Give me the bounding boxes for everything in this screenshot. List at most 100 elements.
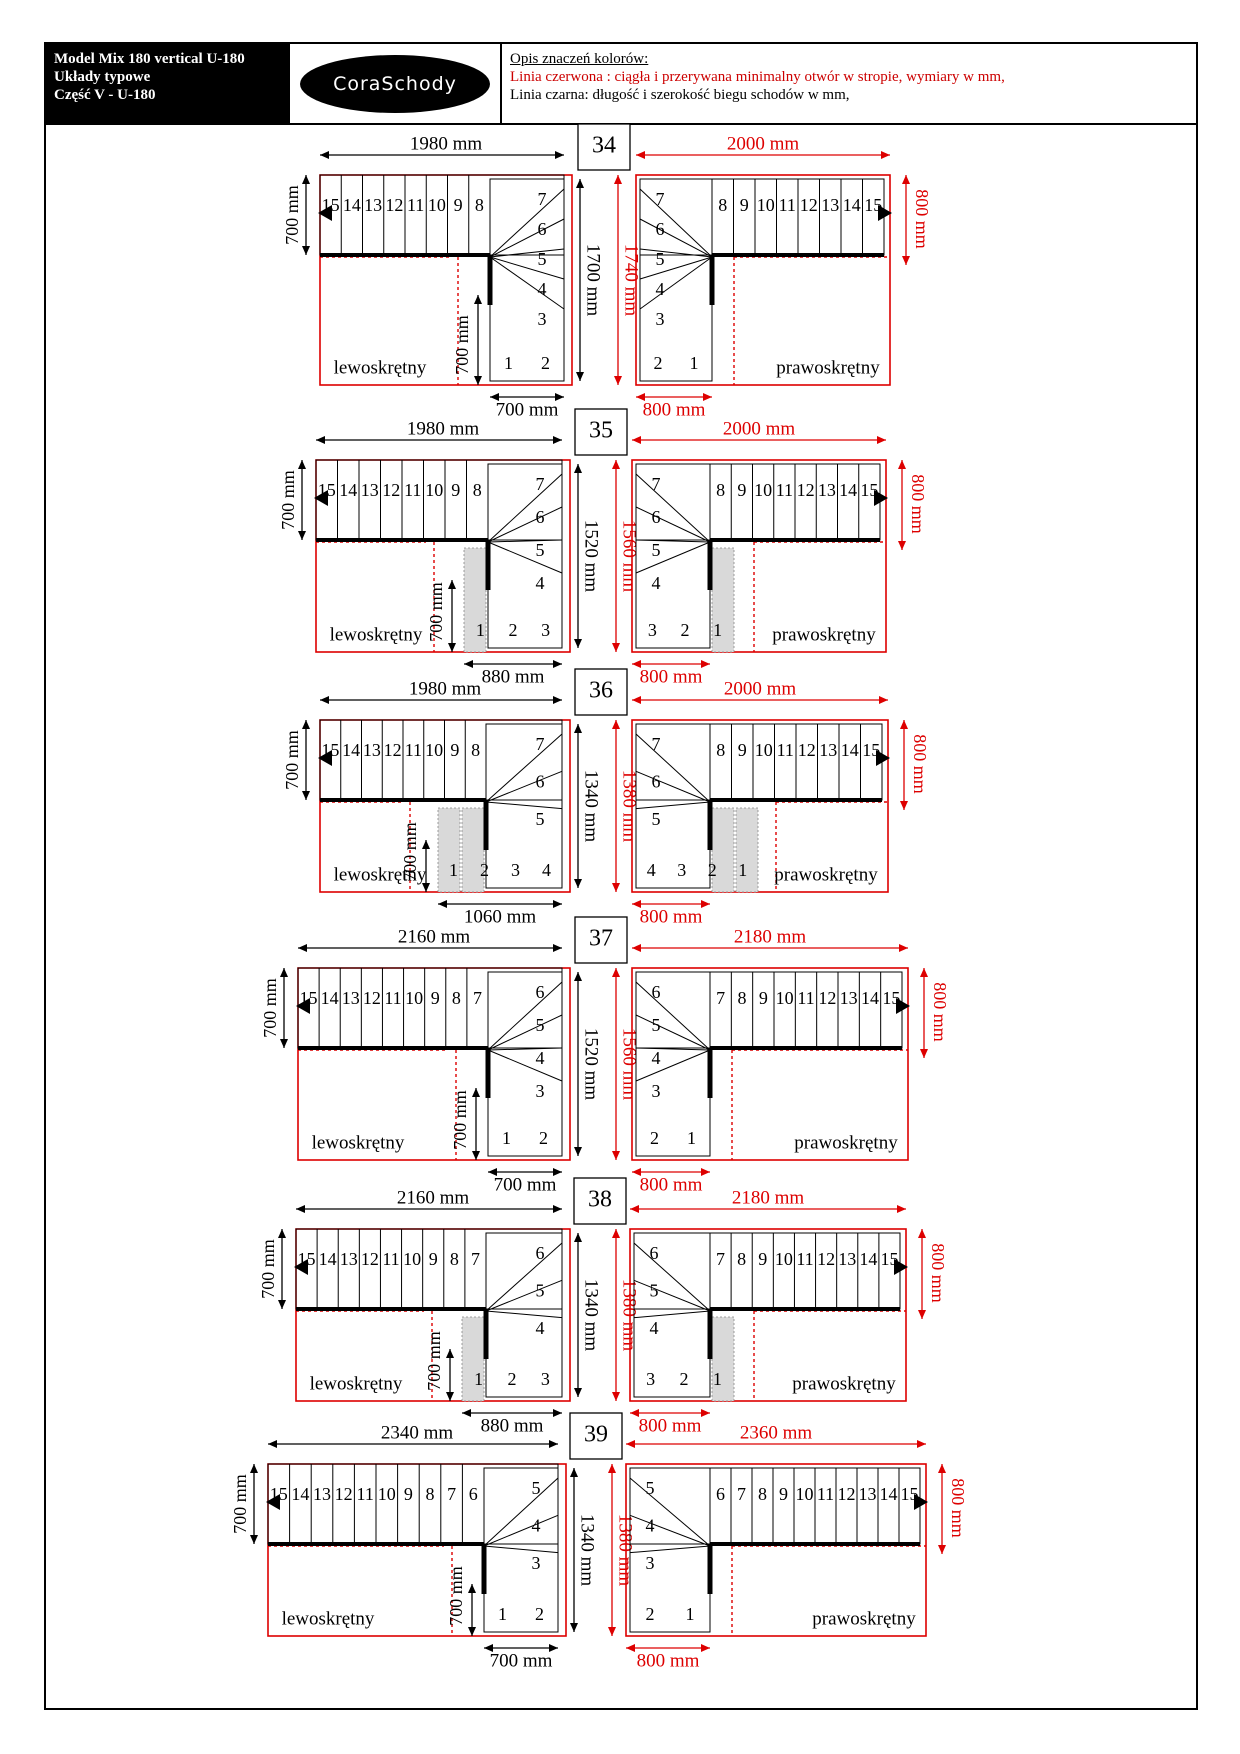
left-arrow-end — [318, 205, 332, 221]
left-length-label: 2160 mm — [397, 1187, 470, 1208]
left-drop-label: 700 mm — [400, 822, 420, 882]
left-drop-dimension-head-bottom — [422, 883, 430, 892]
layout-number-box — [574, 668, 628, 716]
vertical-opening-label: 1560 mm — [619, 1028, 640, 1101]
left-width-dimension-head-bottom — [302, 791, 310, 800]
right-width-dimension-head-bottom — [902, 256, 910, 265]
left-winder-line — [489, 256, 565, 280]
left-winder-line — [485, 770, 563, 803]
left-step-number: 5 — [536, 540, 545, 560]
left-drop-dimension-head-bottom — [448, 643, 456, 652]
left-step-number: 4 — [536, 1318, 545, 1338]
right-width-label: 800 mm — [910, 734, 930, 794]
left-step-number: 6 — [538, 219, 547, 239]
left-width-label: 700 mm — [230, 1474, 250, 1534]
right-winder-line — [639, 256, 713, 310]
left-winder-line — [487, 506, 563, 543]
left-drop-label: 700 mm — [446, 1566, 466, 1626]
right-step-number: 3 — [646, 1553, 655, 1573]
right-step-number: 1 — [738, 860, 747, 880]
layout-number: 39 — [584, 1422, 608, 1448]
left-winder-line — [489, 256, 565, 310]
right-step-number: 5 — [656, 249, 665, 269]
left-length-dimension-head-right — [553, 944, 562, 952]
left-winder-line — [487, 1049, 563, 1082]
right-winder-line — [635, 981, 711, 1051]
left-arrow-end — [296, 998, 310, 1014]
left-step-number: 10 — [428, 195, 446, 215]
right-winder-line — [629, 1477, 711, 1547]
right-step-number: 12 — [800, 195, 818, 215]
right-opening-outline — [631, 719, 889, 893]
left-step-number: 11 — [404, 480, 421, 500]
left-length-dimension-head-left — [320, 696, 329, 704]
left-step-number: 10 — [425, 480, 443, 500]
left-step-number: 12 — [384, 740, 402, 760]
right-arrow-end — [894, 1259, 908, 1275]
left-step-number: 7 — [536, 474, 545, 494]
vertical-run-dimension-head-top — [574, 464, 582, 473]
left-step-number: 13 — [361, 480, 379, 500]
left-step-number: 3 — [541, 1369, 550, 1389]
right-bottom-dimension-head-right — [701, 1168, 710, 1176]
page-frame: Model Mix 180 vertical U-180 Układy typo… — [44, 42, 1198, 1710]
left-bottom-dimension-head-left — [490, 393, 499, 401]
layout-number-box — [569, 1412, 623, 1460]
right-bottom-dimension-head-left — [632, 660, 641, 668]
left-width-label: 700 mm — [260, 978, 280, 1038]
left-step-number: 7 — [538, 189, 547, 209]
left-bottom-dimension-head-right — [549, 1644, 558, 1652]
left-bottom-dimension-head-left — [484, 1644, 493, 1652]
right-step-number: 7 — [652, 734, 661, 754]
right-step-number: 12 — [798, 740, 816, 760]
right-step-number: 12 — [797, 480, 815, 500]
left-step-number: 12 — [361, 1249, 379, 1269]
vertical-opening-label: 1380 mm — [619, 1279, 640, 1352]
right-step-number: 13 — [838, 1249, 856, 1269]
left-step-number: 8 — [471, 740, 480, 760]
left-step-number: 1 — [504, 353, 513, 373]
right-width-dimension-head-top — [898, 460, 906, 469]
right-turn-frame — [639, 178, 713, 382]
left-step-number: 6 — [469, 1484, 478, 1504]
legend-title: Opis znaczeń kolorów: — [510, 51, 649, 67]
vertical-run-dimension-head-top — [574, 972, 582, 981]
right-step-number: 1 — [713, 1369, 722, 1389]
vertical-opening-dimension-head-top — [612, 460, 620, 469]
right-bottom-label: 800 mm — [640, 666, 703, 687]
left-length-dimension-head-left — [298, 944, 307, 952]
vertical-run-label: 1340 mm — [577, 1514, 598, 1587]
vertical-run-dimension-head-bottom — [574, 1388, 582, 1397]
left-step-number: 7 — [536, 734, 545, 754]
right-winder-line — [629, 1545, 711, 1554]
right-step-number: 1 — [687, 1128, 696, 1148]
vertical-run-label: 1340 mm — [581, 1279, 602, 1352]
left-step-number: 14 — [291, 1484, 309, 1504]
left-step-number: 5 — [536, 809, 545, 829]
left-winder-line — [489, 248, 565, 258]
vertical-opening-label: 1560 mm — [619, 520, 640, 593]
right-step-number: 6 — [652, 982, 661, 1002]
left-length-dimension-head-right — [549, 1440, 558, 1448]
left-length-label: 1980 mm — [410, 133, 483, 154]
left-length-dimension-head-left — [320, 151, 329, 159]
right-step-number: 2 — [650, 1128, 659, 1148]
right-run-frame — [635, 463, 881, 541]
right-step-number: 3 — [677, 860, 686, 880]
left-step-number: 6 — [536, 771, 545, 791]
right-step-number: 2 — [708, 860, 717, 880]
left-step-number: 5 — [536, 1015, 545, 1035]
header: Model Mix 180 vertical U-180 Układy typo… — [46, 44, 1196, 125]
left-step-number: 13 — [364, 195, 382, 215]
left-step-number: 9 — [404, 1484, 413, 1504]
model-title-line: Model Mix 180 vertical U-180 — [54, 51, 245, 67]
left-step-number: 14 — [319, 1249, 337, 1269]
vertical-run-dimension-head-top — [574, 724, 582, 733]
left-length-dimension-head-right — [553, 436, 562, 444]
